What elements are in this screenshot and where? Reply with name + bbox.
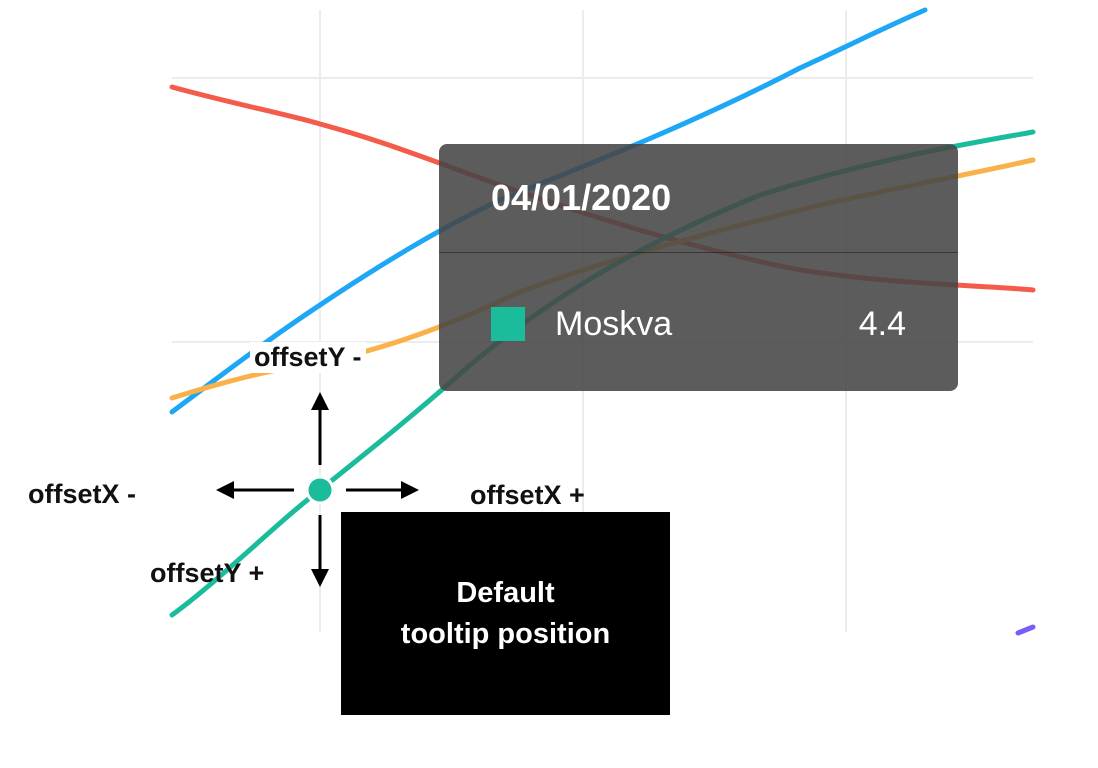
tooltip-divider <box>439 252 958 253</box>
label-offset-y-plus: offsetY + <box>150 558 265 588</box>
tooltip: 04/01/2020 Moskva 4.4 <box>439 144 958 391</box>
hover-point-marker <box>305 475 335 505</box>
series-marker-icon <box>491 307 525 341</box>
tooltip-series-value: 4.4 <box>858 305 906 343</box>
label-offset-x-plus: offsetX + <box>470 480 585 510</box>
arrow-left <box>216 481 294 499</box>
tooltip-series-row: Moskva 4.4 <box>491 304 906 344</box>
arrow-right <box>346 481 419 499</box>
default-tooltip-position-box: Default tooltip position <box>341 512 670 715</box>
series-line-purple <box>1015 624 1036 636</box>
arrow-up <box>311 392 329 465</box>
hover-point <box>305 475 335 505</box>
offset-arrows <box>216 392 419 587</box>
tooltip-series-name: Moskva <box>555 305 673 343</box>
arrow-down <box>311 515 329 587</box>
label-offset-y-minus: offsetY - <box>250 342 366 373</box>
default-tooltip-position-label: Default tooltip position <box>400 576 611 650</box>
label-offset-x-minus: offsetX - <box>28 479 136 509</box>
tooltip-title: 04/01/2020 <box>491 177 672 218</box>
